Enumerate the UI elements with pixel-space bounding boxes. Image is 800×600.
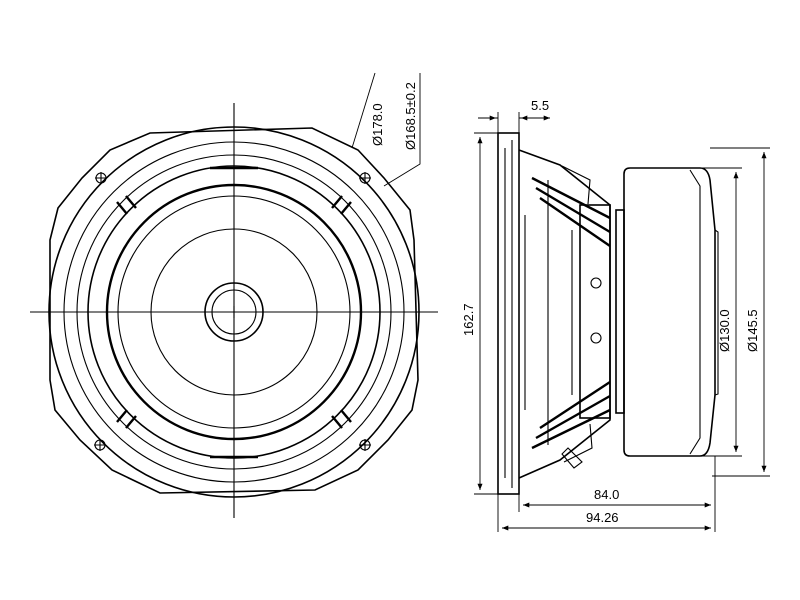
- mounting-hole-top-right: [359, 172, 371, 184]
- label-bolt-circle: Ø168.5±0.2: [403, 82, 418, 150]
- label-magnet-diameter: Ø145.5: [745, 309, 760, 352]
- label-depth-total: 94.26: [586, 510, 619, 525]
- front-view: [30, 72, 438, 518]
- rear-cap: [714, 229, 719, 396]
- label-flange-thickness: 5.5: [531, 98, 549, 113]
- mounting-hole-top-left: [95, 172, 107, 184]
- side-view: [474, 112, 770, 532]
- basket-struts: [531, 165, 611, 463]
- mounting-hole-bottom-right: [359, 439, 371, 451]
- magnet-body: [623, 167, 716, 457]
- frame-plate-inner: [504, 140, 513, 488]
- terminal: [561, 447, 583, 469]
- leader-bolt-circle: [383, 73, 421, 187]
- frame-plate: [497, 132, 520, 495]
- label-outer-diameter: Ø178.0: [370, 103, 385, 146]
- label-depth-body: 84.0: [594, 487, 619, 502]
- center-cross: [228, 306, 240, 318]
- vent-hole-top: [590, 277, 602, 289]
- basket-body: [518, 149, 611, 479]
- mounting-hole-bottom-left: [94, 439, 106, 451]
- frame-outline: [49, 127, 419, 494]
- label-cone-diameter: Ø130.0: [717, 309, 732, 352]
- vent-hole-bottom: [590, 332, 602, 344]
- pole-plate: [579, 204, 611, 419]
- leader-outer-diameter: [351, 72, 376, 149]
- magnet: [615, 209, 625, 414]
- label-frame-height: 162.7: [461, 303, 476, 336]
- magnet-rim: [689, 169, 701, 455]
- basket-edge: [524, 180, 573, 445]
- mounting-holes: [94, 172, 371, 451]
